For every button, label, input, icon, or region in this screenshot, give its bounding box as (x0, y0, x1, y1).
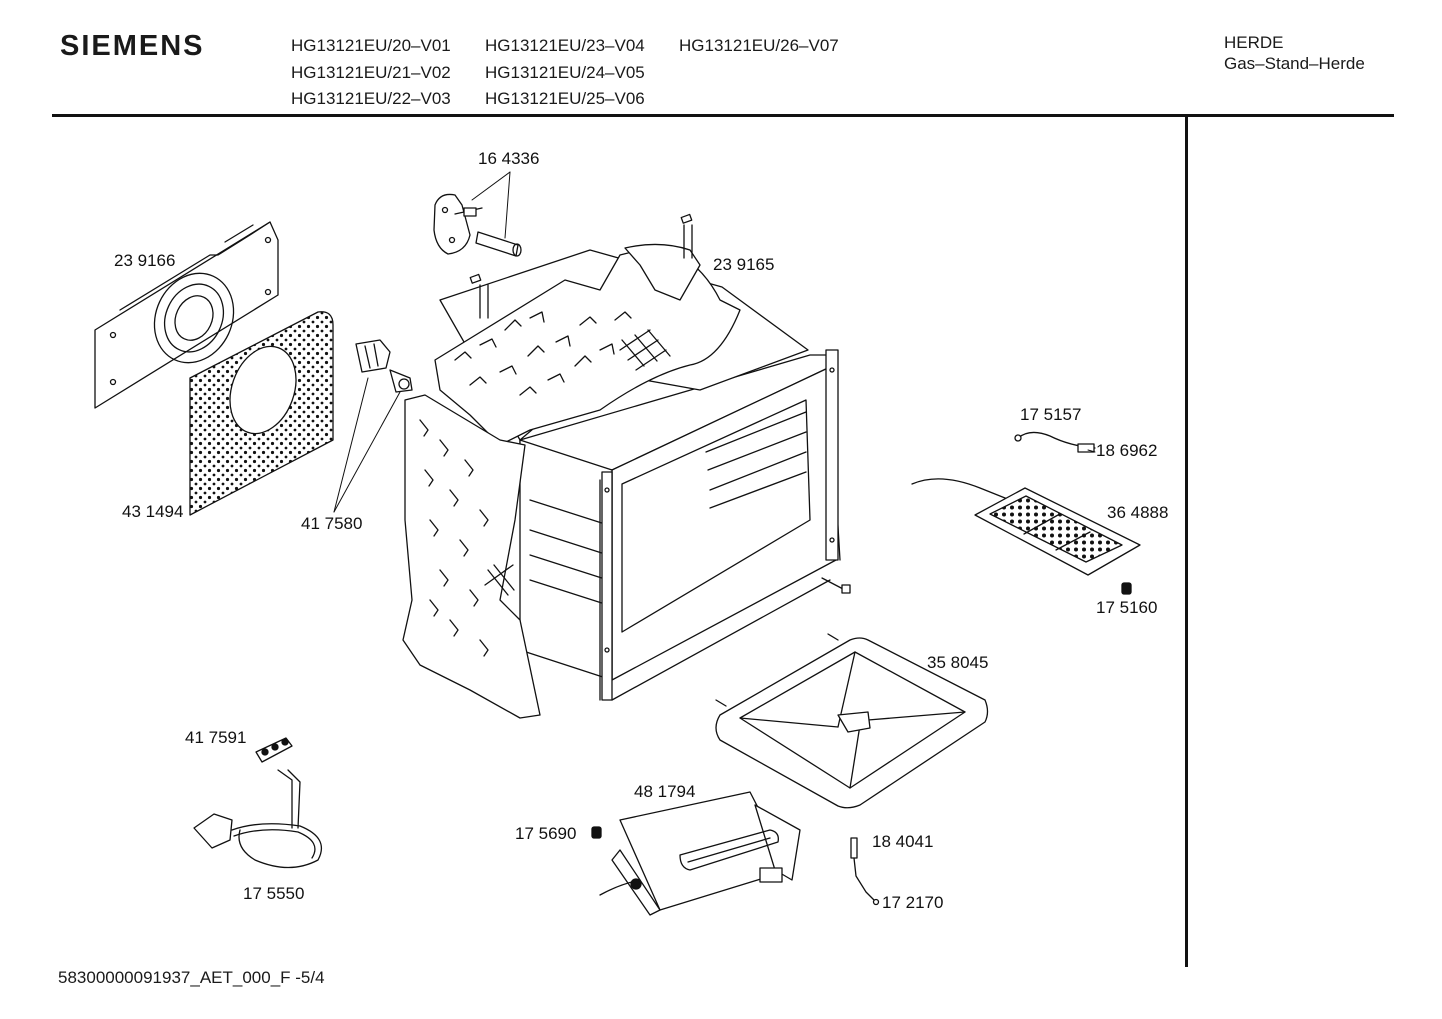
model-row: HG13121EU/21–V02 HG13121EU/24–V05 (291, 60, 873, 87)
category-subtitle: Gas–Stand–Herde (1224, 54, 1365, 73)
part-label: 18 6962 (1096, 441, 1157, 460)
part-label: 17 5160 (1096, 598, 1157, 617)
model-number: HG13121EU/25–V06 (485, 89, 645, 108)
grill-element (599, 791, 801, 916)
document-id: 58300000091937_AET_000_F -5/4 (58, 968, 325, 987)
category-block: HERDE Gas–Stand–Herde (1224, 32, 1365, 74)
part-label: 35 8045 (927, 653, 988, 672)
part-label: 17 5157 (1020, 405, 1081, 424)
back-cover-plate (94, 221, 279, 409)
model-number: HG13121EU/21–V02 (291, 62, 451, 82)
part-label: 23 9165 (713, 255, 774, 274)
model-row: HG13121EU/22–V03 HG13121EU/25–V06 (291, 86, 873, 113)
part-label: 17 5690 (515, 824, 576, 843)
part-labels: 16 4336 23 9166 23 9165 43 1494 41 7580 … (114, 149, 1168, 912)
model-number: HG13121EU/24–V05 (485, 62, 645, 82)
side-insulation (402, 394, 541, 719)
part-label: 41 7580 (301, 514, 362, 533)
model-row: HG13121EU/20–V01 HG13121EU/23–V04 HG13121E… (291, 33, 873, 60)
model-number: HG13121EU/26–V07 (679, 36, 839, 55)
lamp-socket (355, 339, 413, 393)
part-label: 23 9166 (114, 251, 175, 270)
temperature-sensor (1014, 431, 1096, 453)
part-label: 36 4888 (1107, 503, 1168, 522)
brand-logo: SIEMENS (60, 30, 205, 62)
probe-sensor (850, 837, 880, 906)
part-label: 16 4336 (478, 149, 539, 168)
part-label: 17 2170 (882, 893, 943, 912)
power-cord (193, 769, 323, 869)
small-clip (591, 826, 602, 839)
screw (821, 577, 851, 594)
part-label: 41 7591 (185, 728, 246, 747)
model-number: HG13121EU/23–V04 (485, 36, 645, 55)
part-label: 48 1794 (634, 782, 695, 801)
part-label: 18 4041 (872, 832, 933, 851)
drip-pan (715, 633, 989, 809)
top-insulation (434, 224, 741, 446)
part-label: 17 5550 (243, 884, 304, 903)
model-number: HG13121EU/22–V03 (291, 89, 451, 108)
small-clip (1121, 582, 1132, 595)
burner-grid (911, 478, 1141, 576)
header-divider (52, 114, 1394, 117)
insulation-mat (189, 311, 334, 516)
side-divider (1185, 117, 1188, 967)
fan-motor-bracket (433, 193, 693, 284)
model-number: HG13121EU/20–V01 (291, 36, 451, 55)
part-label: 43 1494 (122, 502, 183, 521)
category-title: HERDE (1224, 33, 1284, 52)
terminal-block (255, 737, 293, 763)
leader-lines (333, 171, 1096, 513)
